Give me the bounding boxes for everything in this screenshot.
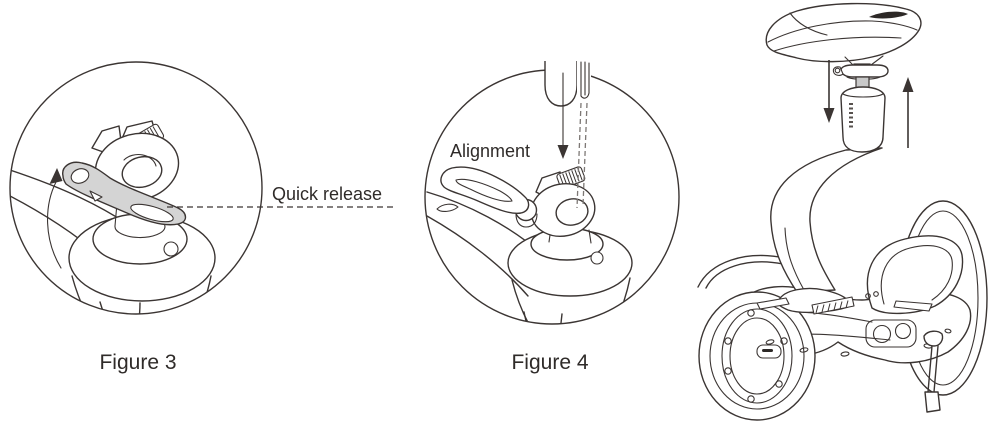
body-detail xyxy=(436,203,459,212)
base-side xyxy=(511,279,533,324)
figure3-caption: Figure 3 xyxy=(99,351,176,374)
vent xyxy=(756,297,790,310)
headlight xyxy=(894,322,912,340)
figure3-detail-view: Quick release Figure 3 xyxy=(9,61,393,374)
scooter-illustration xyxy=(697,2,988,421)
knee-pad xyxy=(840,86,886,153)
alignment-down-arrow xyxy=(557,72,569,159)
base-hole xyxy=(163,241,179,257)
saddle-crease xyxy=(789,12,828,36)
backrest xyxy=(866,235,964,315)
saddle-crease xyxy=(767,20,918,43)
remove-up-arrow xyxy=(902,77,914,148)
lever-slot xyxy=(130,203,174,223)
lever-rotate-arrow xyxy=(47,168,63,269)
body-arc xyxy=(426,215,529,297)
lever-hole xyxy=(70,168,90,184)
lever-pivot-side xyxy=(515,213,538,228)
column-inner-line xyxy=(784,227,805,291)
clamp-neck-bottom xyxy=(114,225,166,239)
insert-down-arrow xyxy=(823,60,835,123)
saddle-logo-swoosh xyxy=(869,11,908,19)
figure4-detail-view: Alignment Figure 4 xyxy=(424,61,680,374)
saddle-crease xyxy=(773,36,902,52)
clamp-ring-detail xyxy=(123,153,157,167)
alignment-dashed-guides xyxy=(576,102,588,209)
steer-tube-line xyxy=(137,302,141,314)
lever-slot xyxy=(455,178,513,202)
figure3-circle xyxy=(9,61,263,315)
quick-release-label: Quick release xyxy=(272,184,382,204)
vent xyxy=(893,300,933,312)
control-bar-column xyxy=(770,147,883,293)
clamp-ring-mouth xyxy=(555,198,589,226)
figure4-caption: Figure 4 xyxy=(511,351,588,374)
kickstand xyxy=(923,330,944,413)
alignment-label: Alignment xyxy=(450,141,530,161)
knee-pad-saddle xyxy=(765,2,922,153)
wheel-bolts xyxy=(724,309,788,403)
headlight xyxy=(872,324,892,344)
pole-ribs xyxy=(580,61,590,99)
quick-release-lever xyxy=(62,161,187,226)
left-foot-pad xyxy=(811,296,855,315)
axle-brand-mark xyxy=(762,349,773,352)
quick-release-lever-open xyxy=(440,166,530,215)
clamp-ring-mouth xyxy=(121,155,163,189)
steer-tube-line xyxy=(99,301,111,314)
saddle-funnel xyxy=(844,55,884,66)
light-housing xyxy=(865,319,917,348)
seat-post-pole xyxy=(544,61,591,107)
kneepad-brand-mark xyxy=(849,103,853,128)
lever-facet xyxy=(89,190,103,202)
base-hole xyxy=(590,251,604,265)
